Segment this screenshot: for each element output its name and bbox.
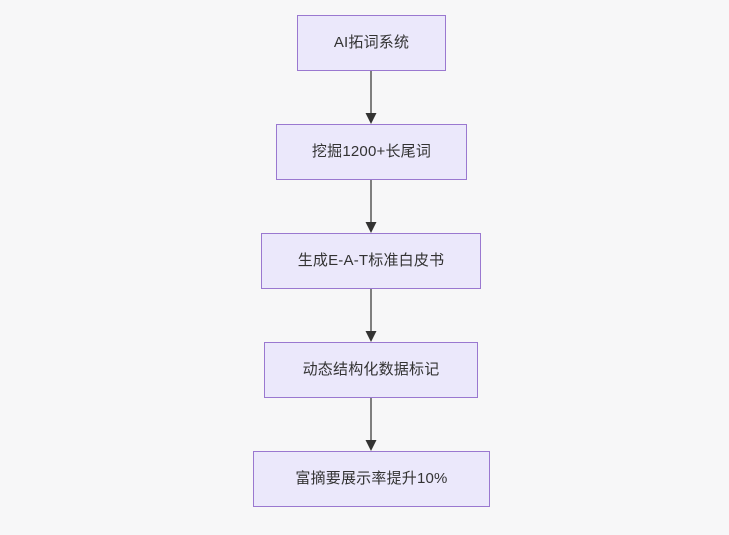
flow-node-label: AI拓词系统 bbox=[333, 34, 410, 51]
edge-n1-n2 bbox=[365, 71, 377, 124]
flow-node-generate-eat-whitepaper[interactable]: 生成E-A-T标准白皮书 bbox=[261, 233, 481, 289]
flow-node-label: 生成E-A-T标准白皮书 bbox=[297, 252, 445, 269]
edge-n3-n4 bbox=[365, 289, 377, 342]
flow-node-ai-keyword-system[interactable]: AI拓词系统 bbox=[297, 15, 446, 71]
flow-node-label: 富摘要展示率提升10% bbox=[295, 470, 448, 487]
flow-node-rich-snippet-rate-increase[interactable]: 富摘要展示率提升10% bbox=[253, 451, 490, 507]
edge-n2-n3 bbox=[365, 180, 377, 233]
flow-node-mine-longtail-keywords[interactable]: 挖掘1200+长尾词 bbox=[276, 124, 467, 180]
flow-node-label: 挖掘1200+长尾词 bbox=[311, 143, 432, 160]
edge-n4-n5 bbox=[365, 398, 377, 451]
flow-node-label: 动态结构化数据标记 bbox=[302, 361, 440, 378]
flow-node-dynamic-structured-data-markup[interactable]: 动态结构化数据标记 bbox=[264, 342, 478, 398]
